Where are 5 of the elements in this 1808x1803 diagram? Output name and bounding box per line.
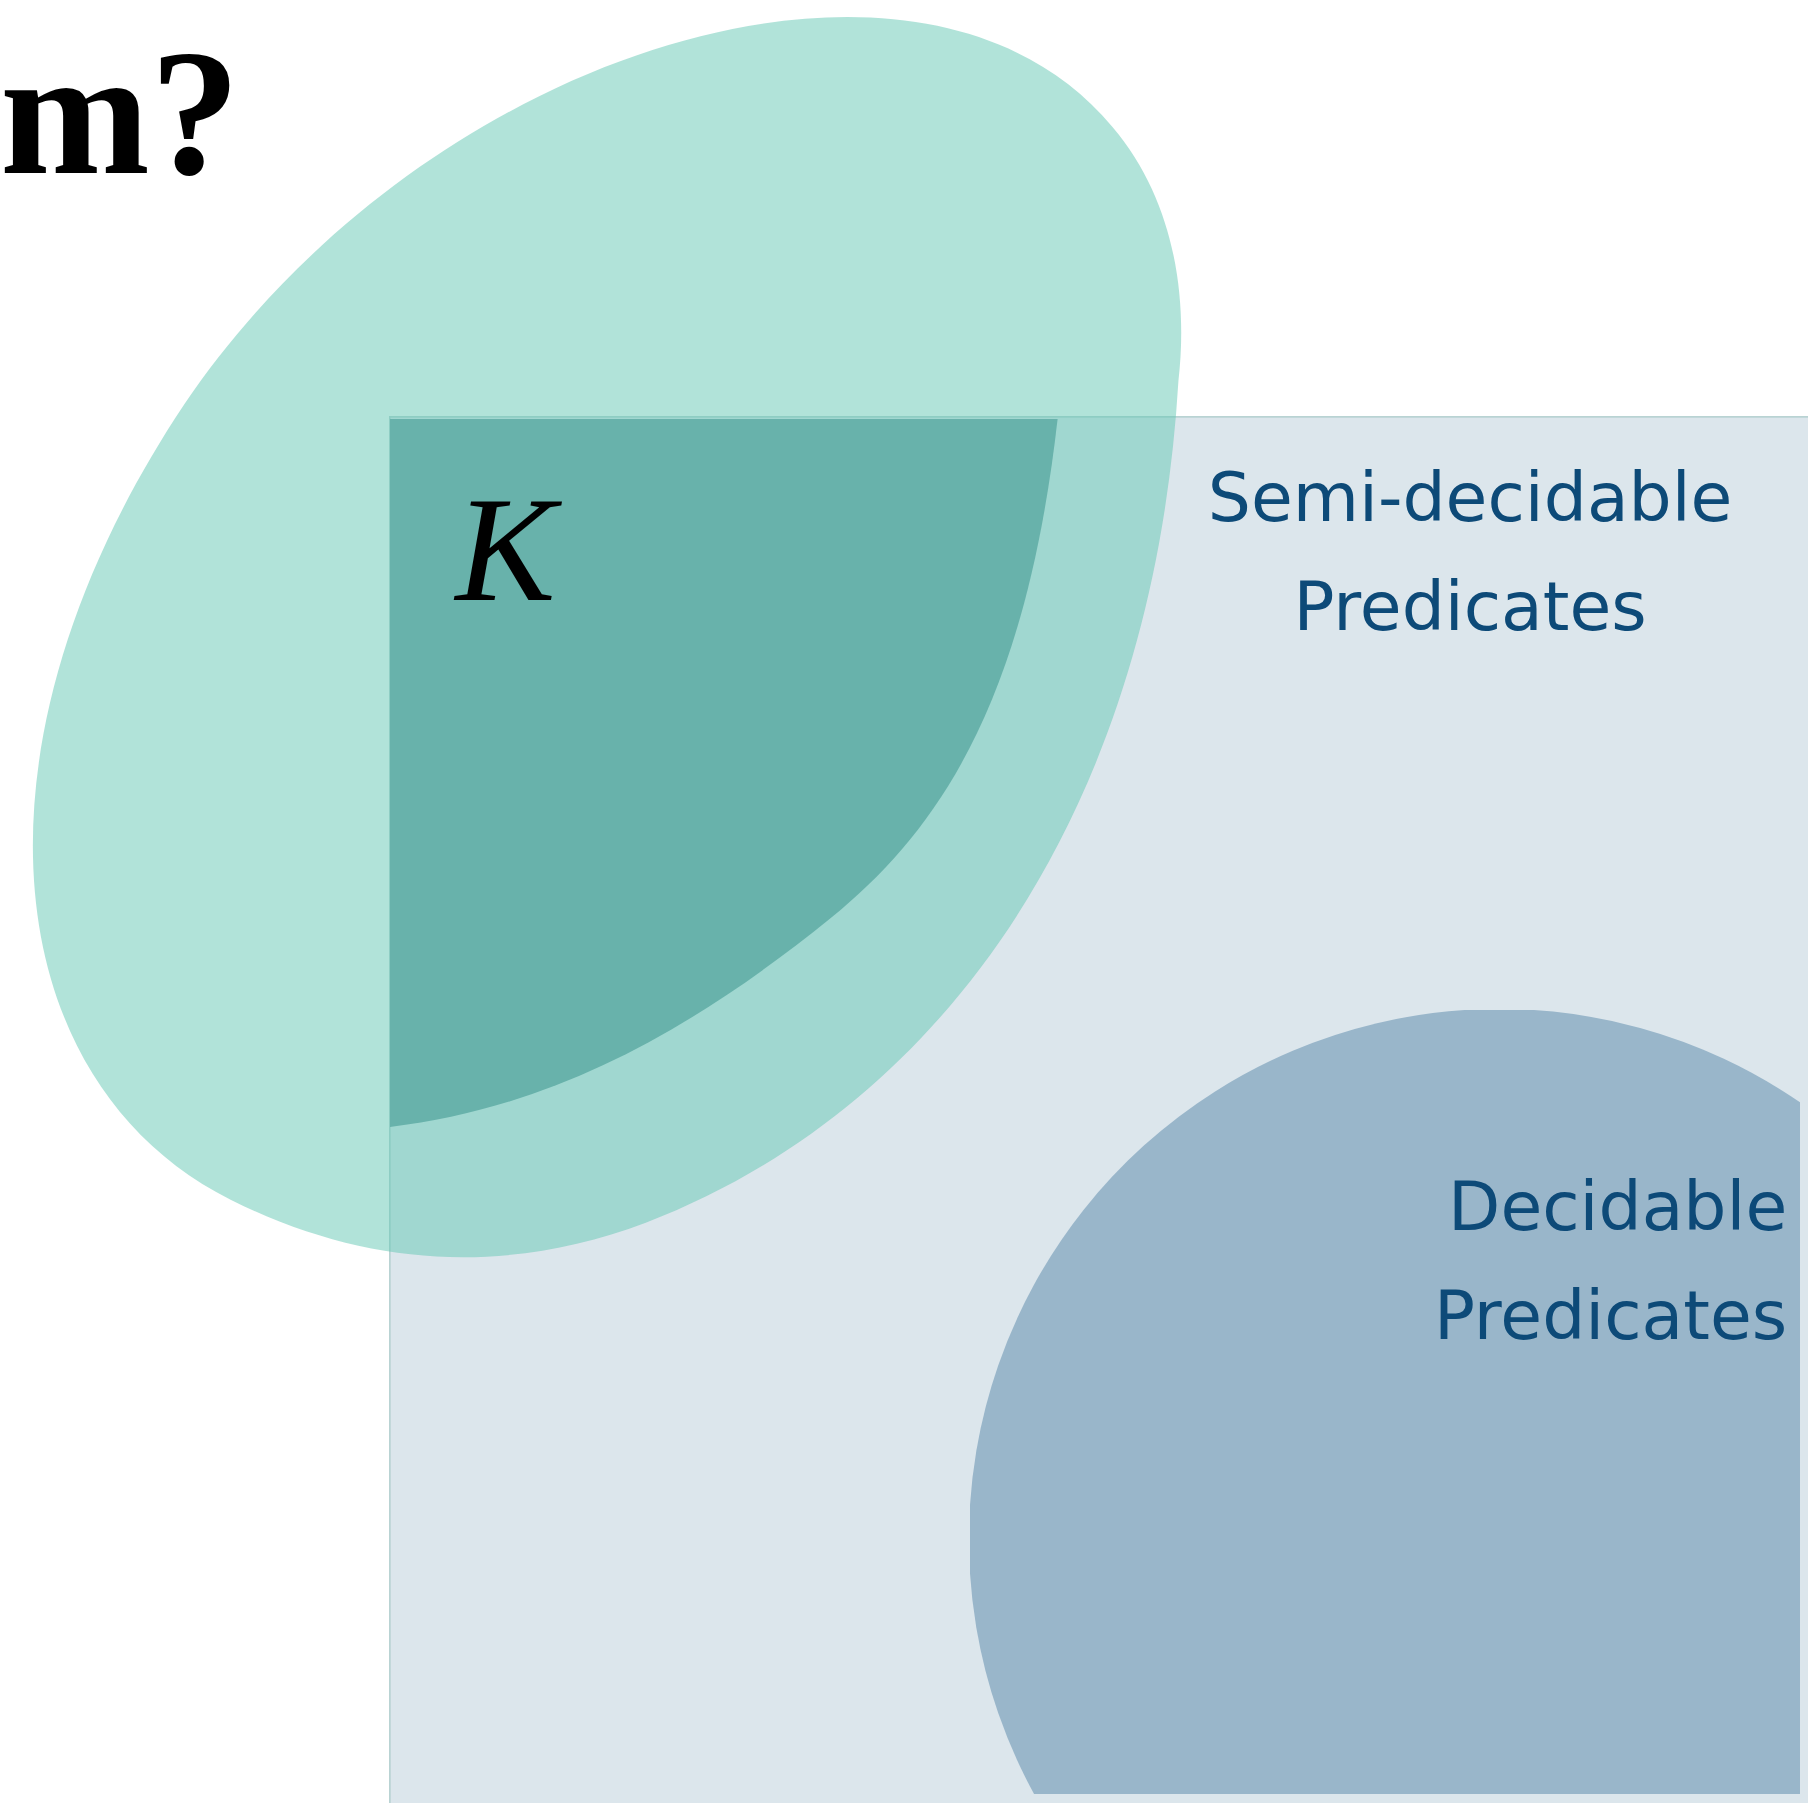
set-label: Semi-decidable Predicates (1206, 456, 1734, 648)
set-region (389, 418, 1059, 1128)
set-label: K (455, 466, 629, 632)
title-fragment: m? (0, 23, 240, 204)
set-label: Decidable Predicates (1433, 1166, 1788, 1357)
